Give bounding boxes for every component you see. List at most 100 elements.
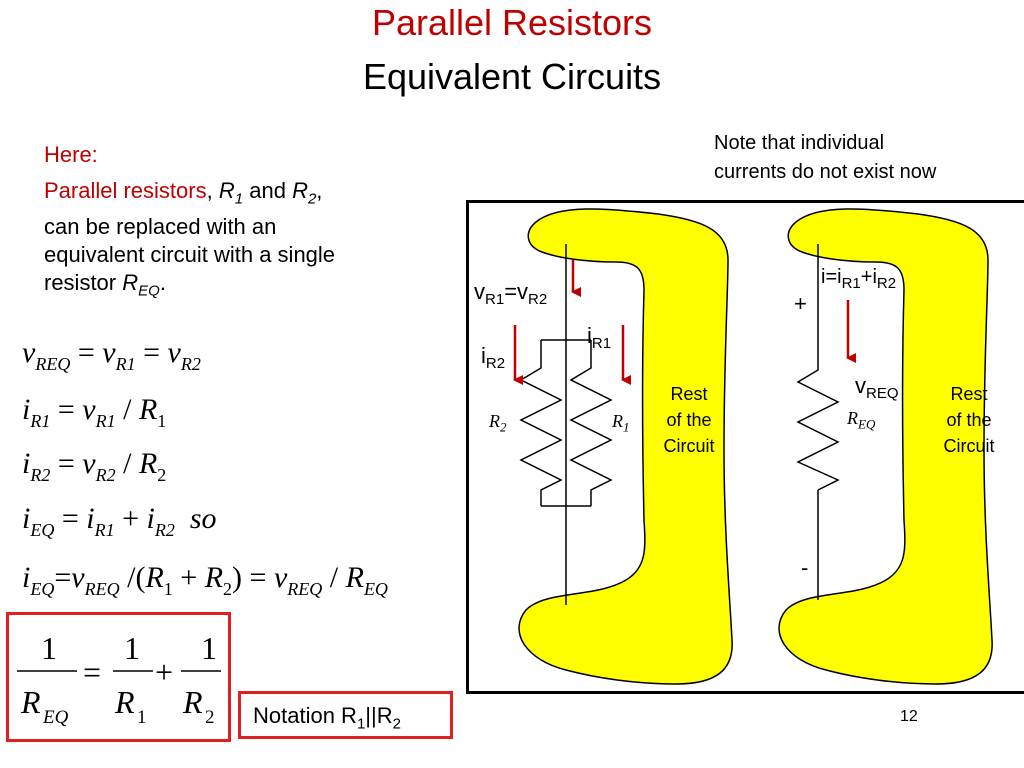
eq2-R-sub: 1 — [157, 411, 167, 431]
notation-sub1: 1 — [356, 715, 366, 733]
label-i-r1: iR1 — [587, 323, 611, 352]
rest-right-line2: of the — [946, 410, 992, 430]
intro-period: . — [159, 270, 166, 296]
isum-plus: +i — [860, 266, 877, 288]
frac-equals: = — [83, 654, 101, 690]
eq1-r2: R2 — [180, 354, 201, 374]
eq4-i2: i — [146, 502, 155, 535]
eq3-equals: = — [57, 447, 75, 480]
vreq-sub: REQ — [866, 385, 899, 402]
ir2-i: i — [481, 343, 486, 368]
equation-2: iR1 = vR1 / R1 — [22, 393, 166, 432]
slide-title: Parallel Resistors — [371, 2, 653, 43]
circuit-panel: vR1=vR2 iR2 iR1 R2 R1 Rest of the Circui… — [466, 200, 1024, 694]
rest-left-line3: Circuit — [663, 436, 715, 456]
isum-r2: R2 — [876, 275, 897, 292]
frac1-eqsub: EQ — [42, 707, 69, 728]
circuit-diagram — [513, 208, 993, 685]
resistor-r1 — [569, 340, 613, 506]
rest-of-circuit-right: Rest of the Circuit — [929, 381, 1009, 459]
parallel-formula-box: 1 R EQ = 1 R 1 + 1 R 2 — [6, 612, 231, 742]
ir1-sub: R1 — [591, 335, 612, 352]
eq5-lparen: ( — [135, 561, 146, 594]
eq2-vr1: R1 — [95, 411, 116, 431]
eq3-r2: R2 — [30, 465, 51, 485]
eq3-R: R — [138, 447, 158, 480]
eq4-so: so — [189, 502, 217, 535]
eq2-i: i — [22, 393, 31, 426]
vlabel-eqv: =v — [504, 279, 529, 304]
vlabel-v: v — [474, 279, 485, 304]
frac-plus: + — [155, 654, 173, 690]
eq1-v2: v — [102, 336, 116, 369]
rest-right-line3: Circuit — [943, 436, 995, 456]
rest-of-circuit-blob-right — [778, 208, 993, 685]
frac1-R: R — [20, 684, 41, 720]
eq5-req2: REQ — [287, 579, 323, 599]
intro-line2: can be replaced with an — [44, 214, 277, 240]
intro-and: and — [249, 178, 286, 203]
eq4-r1: R1 — [94, 520, 115, 540]
frac3-num: 1 — [201, 630, 217, 666]
note: Note that individual currents do not exi… — [714, 129, 936, 187]
r1-R: R — [612, 411, 623, 431]
eq4-i: i — [22, 502, 31, 535]
eq1-equals2: = — [143, 336, 160, 369]
eq3-slash: / — [123, 447, 132, 480]
note-line1: Note that individual — [714, 132, 885, 154]
eq2-r1: R1 — [30, 411, 51, 431]
minus-sign: - — [801, 555, 809, 580]
label-r1: R1 — [612, 411, 630, 436]
intro-parallel: Parallel resistors — [44, 178, 207, 203]
notation-bars: ||R — [365, 703, 393, 728]
intro-r2: R — [292, 178, 308, 203]
eq5-R2-sub: 2 — [223, 579, 233, 599]
eq3-vr2: R2 — [95, 465, 116, 485]
ir2-sub: R2 — [485, 355, 506, 372]
eq5-equals2: = — [249, 561, 267, 594]
intro-comma2: , — [316, 178, 323, 203]
intro-line3: equivalent circuit with a single — [44, 242, 336, 268]
eq1-equals: = — [77, 336, 95, 369]
eq4-eqsub: EQ — [30, 520, 55, 540]
rest-of-circuit-blob-left — [518, 208, 733, 685]
page-number: 12 — [900, 708, 918, 725]
eq4-equals: = — [61, 502, 79, 535]
eq5-R1-sub: 1 — [163, 579, 173, 599]
eq5-R3-sub: EQ — [363, 579, 388, 599]
equation-1: vREQ = vR1 = vR2 — [22, 336, 201, 375]
eq1-r1: R1 — [115, 354, 136, 374]
equation-4: iEQ = iR1 + iR2 so — [22, 502, 217, 541]
eq5-R1: R — [145, 561, 164, 594]
label-i-sum: i=iR1+iR2 — [821, 266, 896, 292]
eq5-v: v — [71, 561, 85, 594]
eq5-v2: v — [273, 561, 288, 594]
eq5-eqsub: EQ — [30, 579, 55, 599]
eq2-slash: / — [123, 393, 132, 426]
r2-R: R — [489, 411, 500, 431]
note-line2: currents do not exist now — [714, 161, 937, 183]
eq5-R2: R — [204, 561, 224, 594]
eq5-slash: / — [127, 561, 136, 594]
eq2-R: R — [138, 393, 158, 426]
equation-3: iR2 = vR2 / R2 — [22, 447, 166, 486]
resistor-req — [796, 362, 840, 491]
eq3-R-sub: 2 — [157, 465, 167, 485]
eq1-v3: v — [167, 336, 181, 369]
eq5-R3: R — [345, 561, 364, 594]
r1-sub: 1 — [623, 419, 630, 435]
r2-sub: 2 — [500, 419, 507, 435]
resistor-r2 — [519, 340, 563, 506]
vlabel-r1: R1 — [485, 291, 505, 308]
intro-req-sub: EQ — [138, 282, 160, 300]
eq5-slash2: / — [329, 561, 339, 594]
eq5-equals: = — [54, 561, 72, 594]
intro-req: R — [122, 270, 139, 296]
intro-line4: resistor — [44, 270, 117, 296]
vlabel-r2: R2 — [528, 291, 548, 308]
frac2-R: R — [114, 684, 135, 720]
frac3-sub: 2 — [205, 707, 215, 728]
label-req: REQ — [847, 408, 875, 433]
req-R: R — [847, 408, 858, 428]
eq5-plus: + — [180, 561, 198, 594]
